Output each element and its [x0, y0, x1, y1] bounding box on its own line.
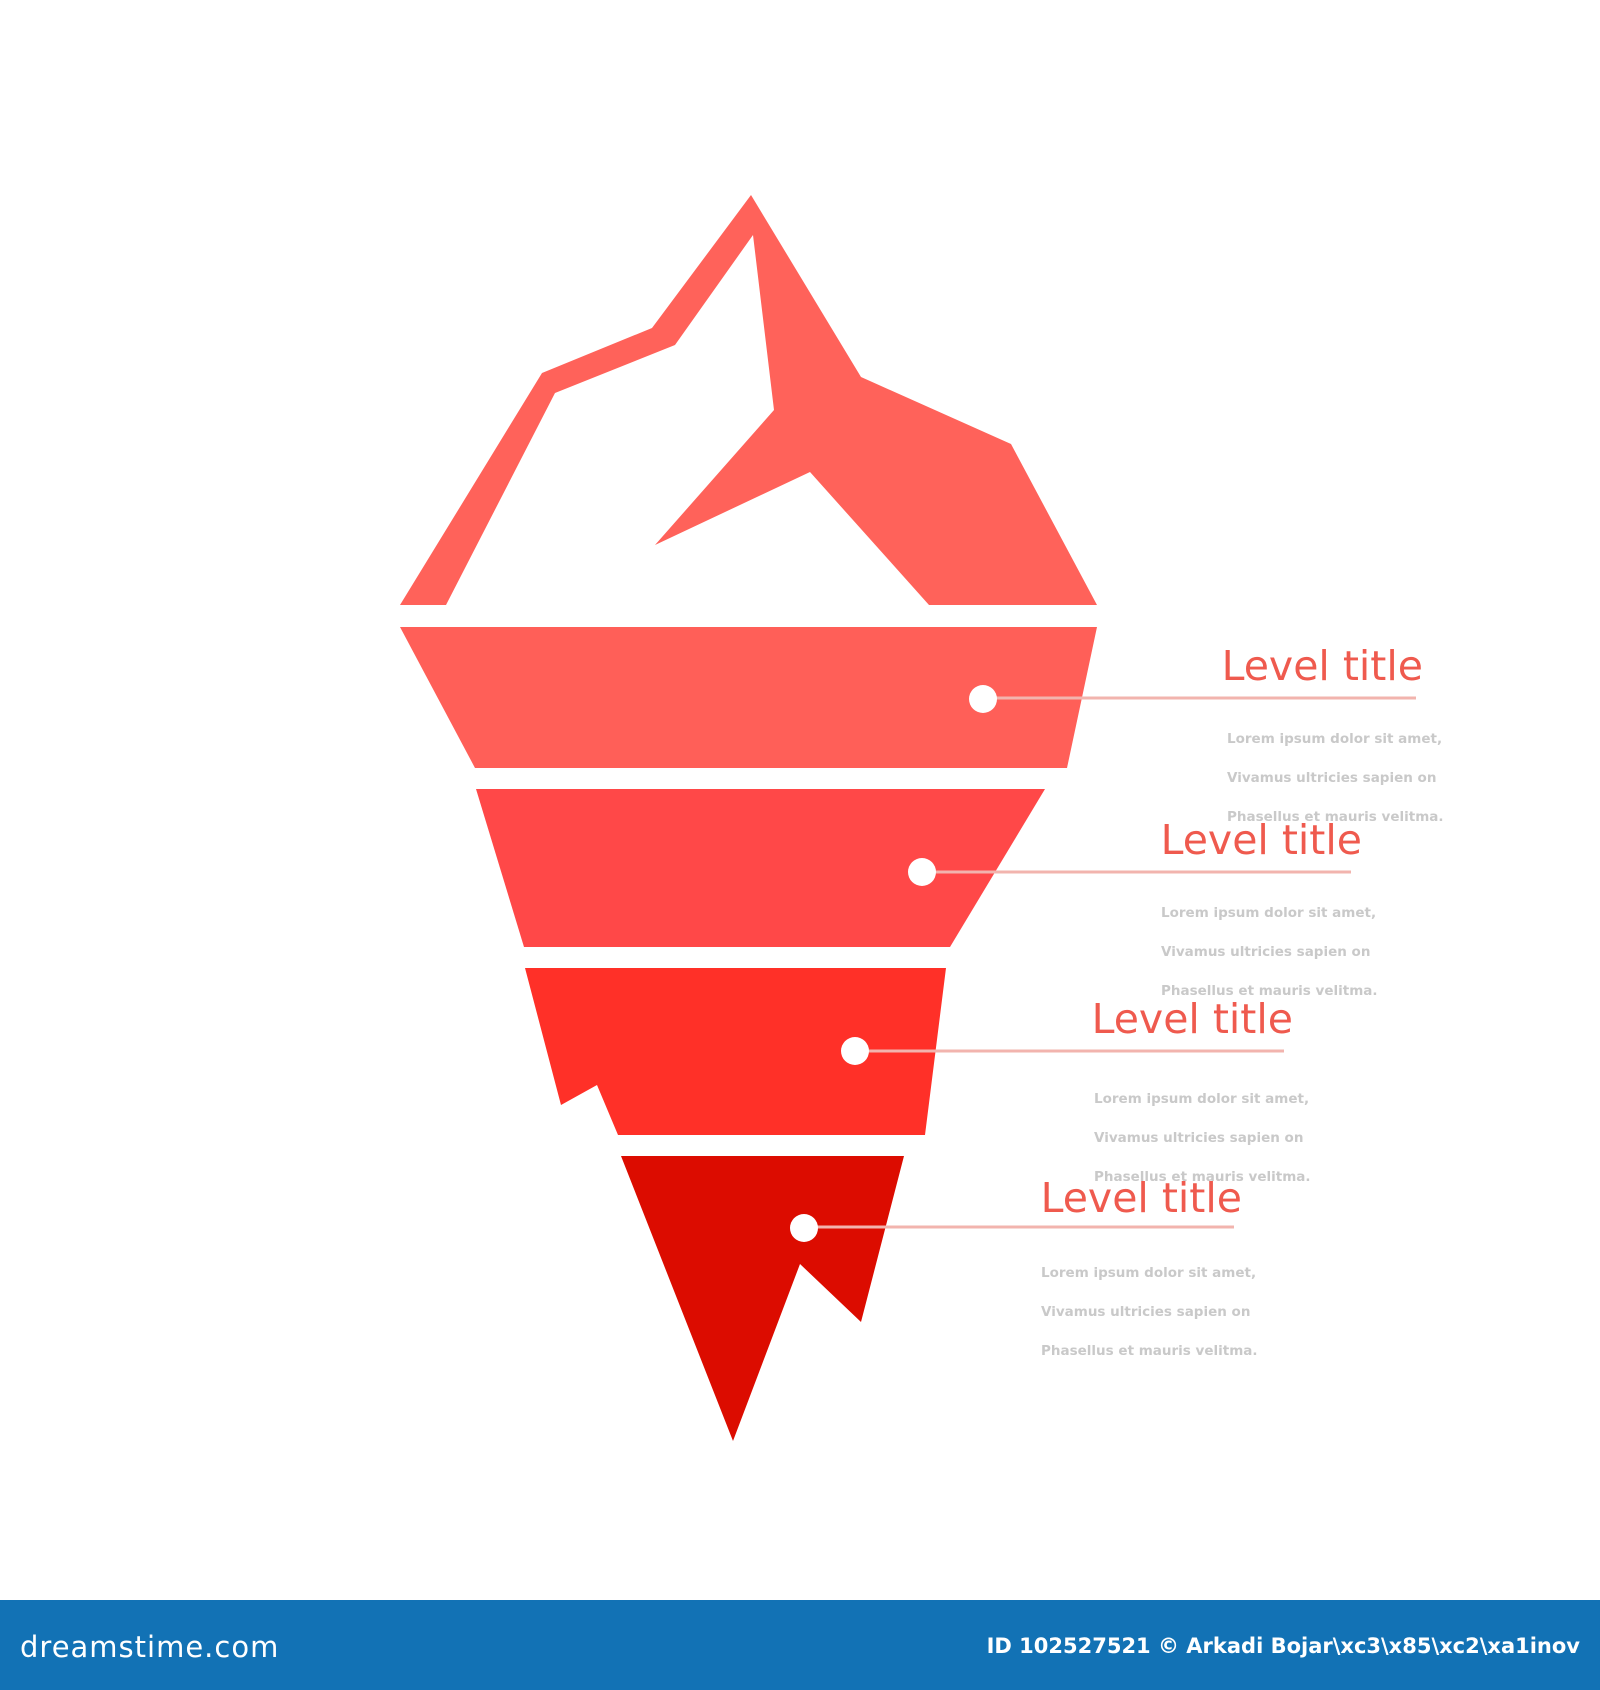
- level-2-connector-dot: [908, 858, 936, 886]
- footer-credit: ID 102527521 © Arkadi Bojar\xc3\x85\xc2\…: [986, 1634, 1580, 1658]
- level-3-description-line: Phasellus et mauris velitma.: [1094, 1168, 1311, 1185]
- level-2-description-line: Phasellus et mauris velitma.: [1161, 982, 1378, 999]
- level-4-description-line: Phasellus et mauris velitma.: [1041, 1342, 1258, 1359]
- level-3-description: Lorem ipsum dolor sit amet, Vivamus ultr…: [1094, 1070, 1311, 1207]
- level-4-description-line: Vivamus ultricies sapien on: [1041, 1303, 1251, 1320]
- level-3-description-line: Vivamus ultricies sapien on: [1094, 1129, 1304, 1146]
- iceberg-diagram: [400, 195, 1416, 1441]
- level-1-description: Lorem ipsum dolor sit amet, Vivamus ultr…: [1227, 710, 1444, 847]
- level-1-description-line: Vivamus ultricies sapien on: [1227, 769, 1437, 786]
- footer-bar: dreamstime.com ID 102527521 © Arkadi Boj…: [0, 1600, 1600, 1690]
- iceberg-level-3-band: [525, 968, 946, 1135]
- level-1-description-line: Phasellus et mauris velitma.: [1227, 808, 1444, 825]
- level-4-description-line: Lorem ipsum dolor sit amet,: [1041, 1264, 1257, 1281]
- level-2-description-line: Lorem ipsum dolor sit amet,: [1161, 904, 1377, 921]
- level-3-title: Level title: [1091, 995, 1293, 1043]
- level-1-title: Level title: [1221, 642, 1423, 690]
- iceberg-level-1-band: [400, 627, 1097, 768]
- level-2-description-line: Vivamus ultricies sapien on: [1161, 943, 1371, 960]
- level-3-description-line: Lorem ipsum dolor sit amet,: [1094, 1090, 1310, 1107]
- footer-logo[interactable]: dreamstime.com: [20, 1630, 280, 1664]
- iceberg-level-4-band: [621, 1156, 904, 1441]
- level-4-description: Lorem ipsum dolor sit amet, Vivamus ultr…: [1041, 1244, 1258, 1381]
- level-1-connector-dot: [969, 685, 997, 713]
- level-2-title: Level title: [1160, 816, 1362, 864]
- level-4-connector-dot: [790, 1214, 818, 1242]
- level-1-description-line: Lorem ipsum dolor sit amet,: [1227, 730, 1443, 747]
- level-2-description: Lorem ipsum dolor sit amet, Vivamus ultr…: [1161, 884, 1378, 1021]
- iceberg-level-2-band: [476, 789, 1045, 947]
- level-3-connector-dot: [841, 1037, 869, 1065]
- level-4-title: Level title: [1040, 1174, 1242, 1222]
- iceberg-tip: [400, 195, 1097, 605]
